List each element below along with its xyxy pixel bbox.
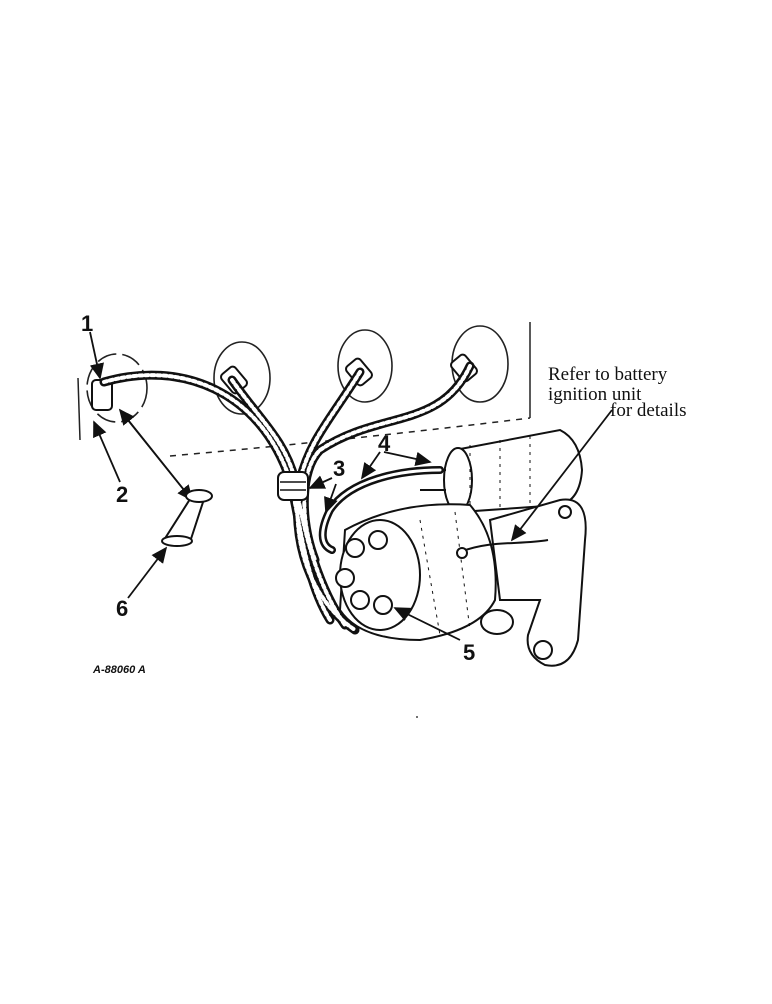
callout-2: 2 [116,482,129,507]
cable-clamp [277,471,309,501]
scan-speck [416,716,418,718]
callout-4: 4 [378,431,391,456]
reference-note-line-2: ignition unit [548,384,642,405]
leader-lines [89,331,613,641]
reference-note-line-1: Refer to battery [548,364,668,385]
callout-3: 3 [333,456,346,481]
callout-6: 6 [116,596,129,621]
figure-id: A-88060 A [93,664,146,676]
engine-block-outline [77,322,531,457]
spark-plug-boots [91,353,478,411]
callout-1: 1 [81,311,94,336]
callout-5: 5 [463,640,476,665]
distributor [335,503,497,642]
terminal-cover [161,489,213,547]
reference-note-line-3: for details [610,400,687,421]
